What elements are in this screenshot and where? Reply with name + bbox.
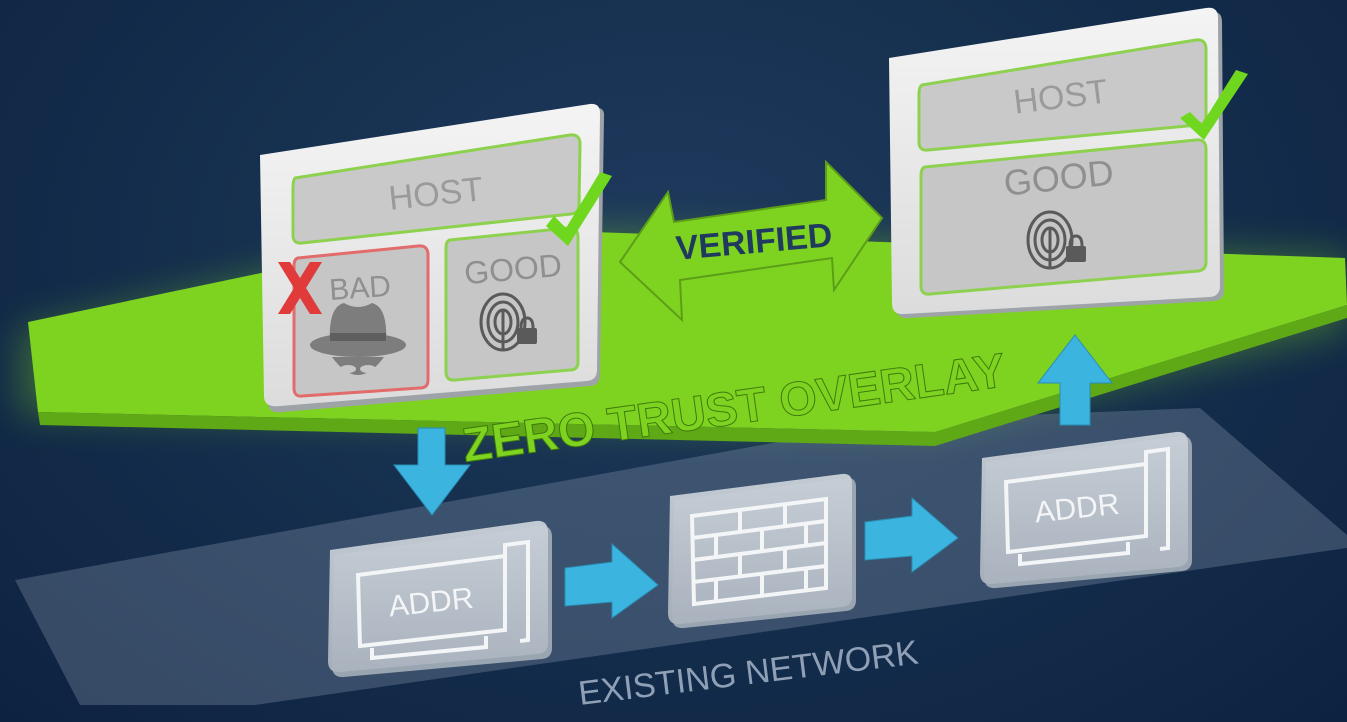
up-arrow-icon (1036, 334, 1114, 426)
right-arrow-icon (864, 496, 959, 573)
right-arrow-icon (564, 542, 659, 619)
network-device-3: ADDR (980, 431, 1192, 589)
fingerprint-lock-icon (479, 292, 537, 352)
spy-icon (310, 303, 406, 375)
network-card-icon (1003, 446, 1170, 567)
network-device-1: ADDR (328, 520, 552, 678)
red-x-icon (278, 262, 322, 314)
left-host-card: HOST BAD GOOD (260, 103, 605, 413)
verified-double-arrow: VERIFIED (618, 159, 884, 323)
network-card-icon (355, 539, 530, 661)
network-device-2 (668, 473, 856, 629)
fingerprint-lock-icon (1026, 210, 1086, 270)
overlay-plane-edge (38, 305, 1347, 446)
right-host-card: HOST GOOD (889, 7, 1224, 319)
down-arrow-icon (392, 427, 472, 516)
left-host-bad-label: BAD (328, 270, 392, 307)
right-checkmark-icon (1180, 70, 1248, 140)
left-checkmark-icon (546, 172, 612, 246)
left-host-header (291, 133, 582, 245)
firewall-icon (689, 496, 828, 607)
left-host-good-label: GOOD (463, 247, 564, 291)
